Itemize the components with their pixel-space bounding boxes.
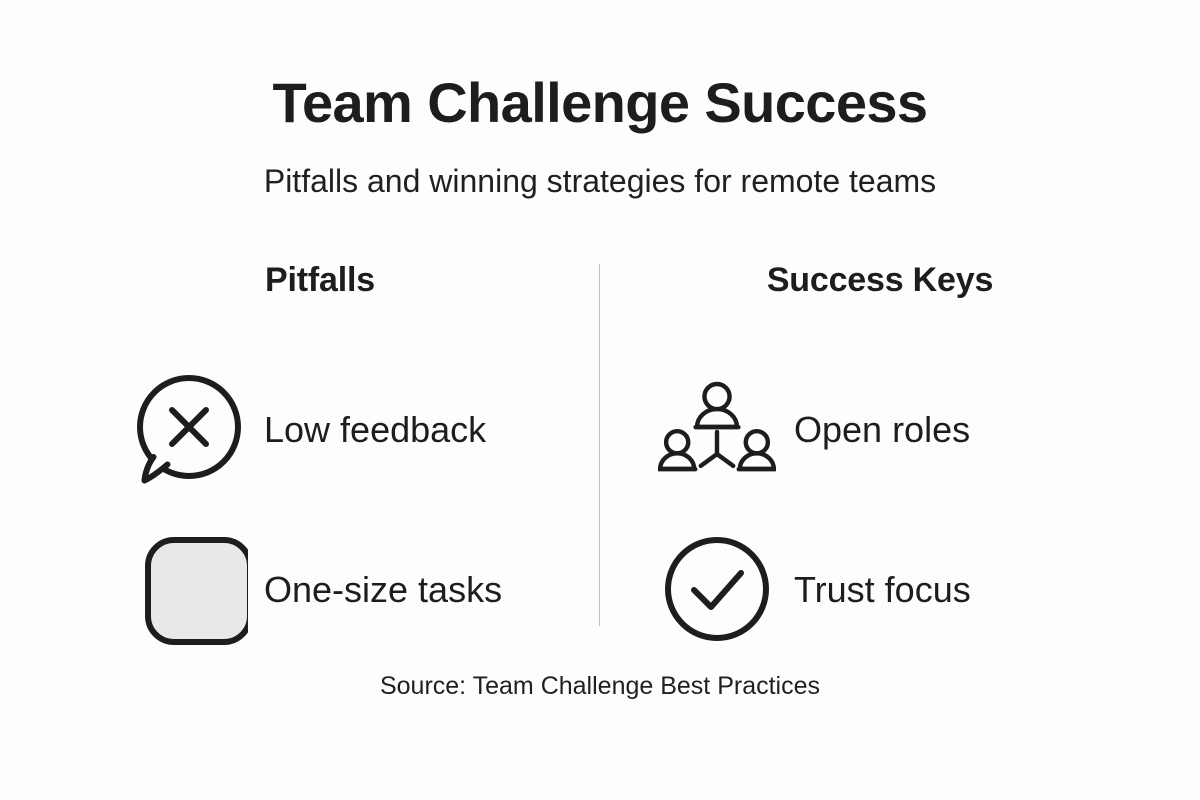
column-pitfalls: Pitfalls Low feedback: [60, 261, 580, 646]
column-success-keys: Success Keys: [620, 261, 1140, 642]
list-item-label: One-size tasks: [264, 568, 503, 610]
list-item: Trust focus: [658, 529, 971, 649]
page-title: Team Challenge Success: [272, 71, 929, 134]
list-item: One-size tasks: [130, 529, 502, 649]
page-subtitle: Pitfalls and winning strategies for remo…: [263, 163, 937, 199]
check-circle-icon: [658, 529, 776, 649]
column-heading-success-keys: Success Keys: [766, 261, 994, 299]
list-item: Open roles: [658, 369, 970, 489]
list-item: Low feedback: [130, 369, 486, 489]
source-note: Source: Team Challenge Best Practices: [379, 672, 821, 700]
list-item-label: Trust focus: [794, 568, 971, 610]
rounded-square-filled-icon: [130, 529, 248, 649]
list-item-label: Open roles: [794, 408, 971, 450]
column-divider: [599, 264, 600, 626]
column-heading-pitfalls: Pitfalls: [265, 261, 375, 299]
people-group-hierarchy-icon: [658, 369, 776, 489]
list-item-label: Low feedback: [264, 408, 487, 450]
speech-bubble-x-icon: [130, 369, 248, 489]
